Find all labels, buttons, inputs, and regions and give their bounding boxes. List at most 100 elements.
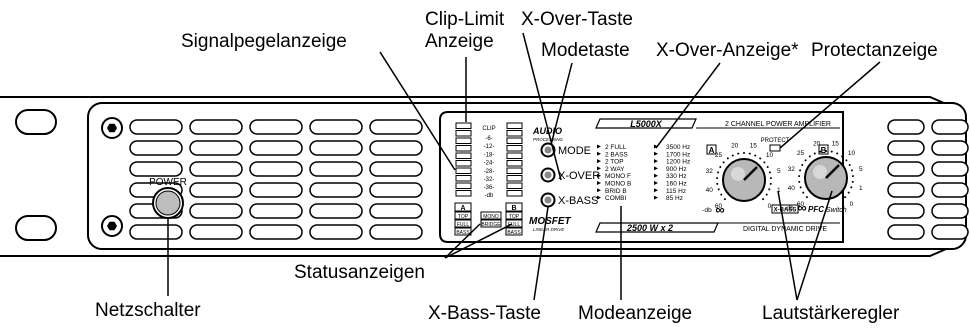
vent-grille-right <box>887 119 969 240</box>
arrow-icon <box>597 166 601 171</box>
meter-led <box>506 122 523 129</box>
vent-slot <box>309 182 363 198</box>
knob-scale-dot <box>799 169 802 172</box>
knob-scale-label: 0 <box>768 203 772 210</box>
knob-scale-dot <box>763 161 766 164</box>
level-meter-a <box>455 122 472 197</box>
mode-button-cap[interactable] <box>544 146 552 154</box>
callout-lines <box>167 32 881 301</box>
mode-item: 2 FULL <box>605 144 627 151</box>
pfc-logo: PFC <box>808 205 824 214</box>
knob-b-label: B <box>821 146 827 155</box>
meter-led <box>506 137 523 144</box>
knob-scale-label: 60 <box>797 201 805 208</box>
meter-led <box>455 145 472 152</box>
xover-button-cap[interactable] <box>544 171 552 179</box>
meter-led <box>506 152 523 159</box>
knob-scale-dot <box>716 182 719 185</box>
knob-scale-dot <box>805 196 808 199</box>
meter-led <box>506 167 523 174</box>
knob-scale-label: 1 <box>777 187 781 194</box>
knob-scale-dot <box>825 150 827 152</box>
knob-scale-dot <box>808 155 811 158</box>
meter-led <box>506 182 523 189</box>
amp-type: 2 CHANNEL POWER AMPLIFIER <box>725 121 831 128</box>
knob-scale-label: 32 <box>788 166 796 173</box>
mosfet-logo-sub: LINEAR DRIVE <box>533 227 565 232</box>
knob-scale-dot <box>716 177 719 180</box>
vent-grille-left <box>129 119 423 240</box>
mode-item: MONO F <box>605 173 631 180</box>
knob-scale-dot <box>801 164 804 167</box>
center-panel <box>439 111 844 243</box>
knob-scale-dot <box>722 161 725 164</box>
knob-db-label: -db <box>784 205 794 212</box>
audio-logo: AUDIO <box>532 126 562 136</box>
mode-item: 2 WAY <box>605 166 625 173</box>
knob-scale-dot <box>804 159 807 162</box>
arrow-icon <box>654 188 658 193</box>
knob-scale-dot <box>768 188 771 191</box>
knob-scale-dot <box>720 193 723 196</box>
knob-scale-label: 20 <box>731 143 739 150</box>
knob-scale-dot <box>717 188 720 191</box>
meter-led <box>455 137 472 144</box>
knob-scale-dot <box>748 152 751 155</box>
knob-scale-dot <box>759 157 762 160</box>
knob-scale-dot <box>768 171 771 174</box>
meter-scale-label: -36- <box>484 185 495 191</box>
knob-scale-label: 10 <box>848 150 856 157</box>
leader-xbass-taste <box>533 206 549 301</box>
knob-scale-dot <box>719 166 722 169</box>
callout-xbass-taste: X-Bass-Taste <box>428 303 541 324</box>
vent-slot <box>887 182 925 198</box>
vent-slot <box>129 140 183 156</box>
meter-led <box>455 182 472 189</box>
knob-scale-label: 60 <box>715 203 723 210</box>
status-full-a <box>454 219 472 228</box>
leader-lautstaerke-b <box>796 190 833 301</box>
vent-slot <box>249 203 303 219</box>
leader-status-1 <box>444 223 481 259</box>
knob-scale-label: 10 <box>766 152 774 159</box>
knob-scale-dot <box>769 182 772 185</box>
arrow-icon <box>654 173 658 178</box>
vent-slot <box>249 224 303 240</box>
knob-a-badge <box>706 144 717 155</box>
knob-scale-dot <box>850 186 853 189</box>
model-plate <box>595 118 697 129</box>
screw-bottom-left <box>101 215 123 237</box>
pfc-switch-label: Switch <box>826 207 847 214</box>
frequency-item: 85 Hz <box>666 195 683 202</box>
arrow-icon <box>654 159 658 164</box>
knob-scale-dot <box>844 196 847 199</box>
channel-b-box <box>505 202 523 212</box>
knob-pointer <box>825 164 840 179</box>
knob-scale-dot <box>765 193 768 196</box>
model-name: L5000X <box>630 119 663 129</box>
vent-slot <box>887 203 925 219</box>
status-bass-b-label: BASS <box>507 230 521 236</box>
vent-slot <box>309 140 363 156</box>
knob-scale-dot <box>851 180 854 183</box>
xbass-button-cap[interactable] <box>544 196 552 204</box>
arrow-icon <box>654 181 658 185</box>
knob-highlight <box>731 167 745 181</box>
status-top-a-label: TOP <box>458 214 469 220</box>
knob-scale-label: 40 <box>788 185 796 192</box>
status-top-b <box>505 211 523 220</box>
leader-signal <box>379 51 456 171</box>
callout-clip-limit-line2: Anzeige <box>425 31 494 52</box>
power-switch-cap[interactable] <box>155 190 181 216</box>
vent-slot <box>369 182 423 198</box>
arrow-icon <box>597 195 601 200</box>
xover-button-label: X-OVER <box>558 170 600 182</box>
status-mono <box>480 211 502 220</box>
arrow-icon <box>597 188 601 193</box>
arrow-icon <box>597 151 601 156</box>
status-top-b-label: TOP <box>509 214 520 220</box>
callout-modeanzeige: Modeanzeige <box>578 303 693 324</box>
meter-scale: -6--12--18--24--28--32--36- <box>484 136 495 191</box>
